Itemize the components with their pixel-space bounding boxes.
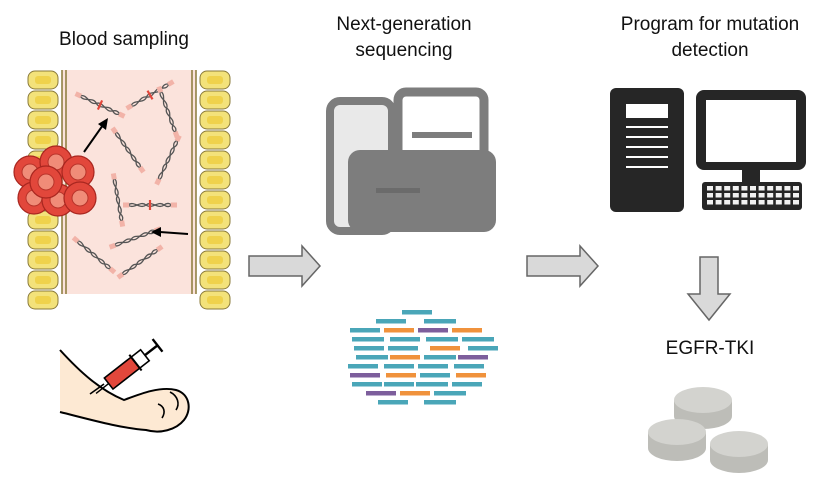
sequence-read: [390, 337, 420, 342]
dna-fragment: [125, 79, 175, 111]
sequence-read: [458, 355, 488, 360]
sequence-read: [418, 328, 448, 333]
dna-fragment: [110, 172, 126, 228]
sequence-read: [350, 328, 380, 333]
tablets-icon: [648, 387, 768, 473]
dna-fragment: [74, 91, 126, 119]
sequence-read: [452, 382, 482, 387]
sequence-read: [420, 373, 450, 378]
tablet-left: [648, 419, 706, 461]
flow-arrow-3: [686, 256, 732, 322]
sequence-read: [426, 337, 458, 342]
red-blood-cell: [63, 181, 97, 215]
dna-fragment: [110, 126, 146, 174]
red-blood-cell: [29, 165, 63, 199]
sequence-read: [386, 373, 416, 378]
sequence-read: [390, 355, 420, 360]
sequence-read: [376, 319, 406, 324]
sequence-read: [384, 364, 414, 369]
red-blood-cell: [61, 155, 95, 189]
sequence-read: [348, 364, 378, 369]
keyboard-keys: [707, 186, 799, 205]
dna-fragment: [156, 85, 180, 139]
sequence-read: [352, 337, 384, 342]
sequence-read: [434, 391, 466, 396]
syringe-arm-icon: [59, 338, 190, 433]
vessel-wall-right: [199, 70, 231, 310]
tablet-right: [710, 431, 768, 473]
flow-arrow-2: [526, 244, 600, 288]
sequence-read: [354, 346, 384, 351]
step-title-ngs-line1: Next-generation: [336, 14, 471, 35]
sequence-read: [424, 355, 456, 360]
step-title-blood-sampling: Blood sampling: [59, 29, 189, 50]
dna-fragment: [154, 134, 182, 186]
release-arrows: [83, 118, 189, 237]
sequence-read: [462, 337, 494, 342]
sequence-read: [384, 328, 414, 333]
sequence-read: [400, 391, 430, 396]
step-title-program-line2: detection: [671, 40, 748, 61]
sequence-read: [456, 373, 486, 378]
flow-arrow-1: [248, 244, 322, 288]
sequence-read: [468, 346, 498, 351]
sequence-read: [378, 400, 408, 405]
sequence-read: [452, 328, 482, 333]
dna-fragment: [116, 244, 164, 280]
sequence-read: [424, 319, 456, 324]
red-blood-cells: [13, 145, 97, 217]
sequence-read: [388, 346, 418, 351]
sequence-read: [430, 346, 460, 351]
dna-fragment: [71, 235, 117, 275]
step-title-program-line1: Program for mutation: [621, 14, 799, 35]
sequence-read: [418, 364, 448, 369]
computer-icon: [610, 88, 806, 212]
sequence-read: [366, 391, 396, 396]
sequence-read: [356, 355, 388, 360]
sequence-read: [402, 310, 432, 315]
sequence-read: [350, 373, 380, 378]
drug-label: EGFR-TKI: [666, 338, 755, 359]
dna-fragment: [123, 202, 177, 208]
sequence-read: [416, 382, 448, 387]
sequence-read: [352, 382, 382, 387]
sequence-reads-icon: [348, 310, 498, 405]
step-title-ngs-line2: sequencing: [355, 40, 452, 61]
blood-vessel-icon: [13, 70, 231, 310]
sequencer-machine-icon: [326, 87, 496, 235]
sequence-read: [424, 400, 456, 405]
sequence-read: [454, 364, 484, 369]
sequence-read: [384, 382, 414, 387]
